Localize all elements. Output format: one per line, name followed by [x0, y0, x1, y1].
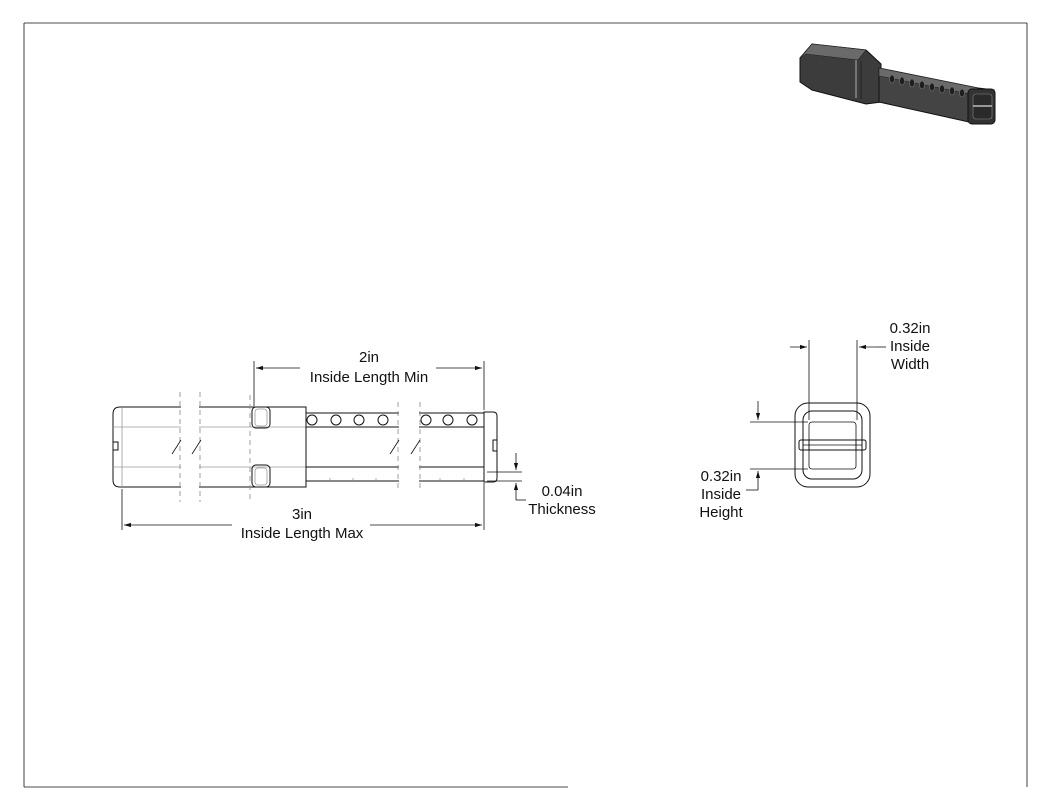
inside-height-value: 0.32in [701, 468, 742, 485]
sheet-border [23, 22, 1028, 788]
dimension-min-length [253, 361, 485, 410]
inside-width-line1: Inside [890, 338, 930, 355]
thickness-value: 0.04in [542, 483, 583, 500]
inside-height-line1: Inside [701, 486, 741, 503]
dimension-inside-height [746, 401, 808, 491]
min-length-label: Inside Length Min [310, 369, 428, 386]
thickness-label: Thickness [528, 501, 596, 518]
side-view [112, 392, 498, 502]
isometric-view [799, 43, 996, 125]
end-view [794, 402, 871, 488]
max-length-label: Inside Length Max [241, 525, 364, 542]
max-length-value: 3in [292, 506, 312, 523]
inside-height-line2: Height [699, 504, 743, 521]
dimension-thickness [487, 453, 526, 501]
min-length-value: 2in [359, 349, 379, 366]
dimension-inside-width [790, 340, 886, 420]
dimension-max-length [121, 483, 485, 530]
inside-width-value: 0.32in [890, 320, 931, 337]
inside-width-line2: Width [891, 356, 929, 373]
